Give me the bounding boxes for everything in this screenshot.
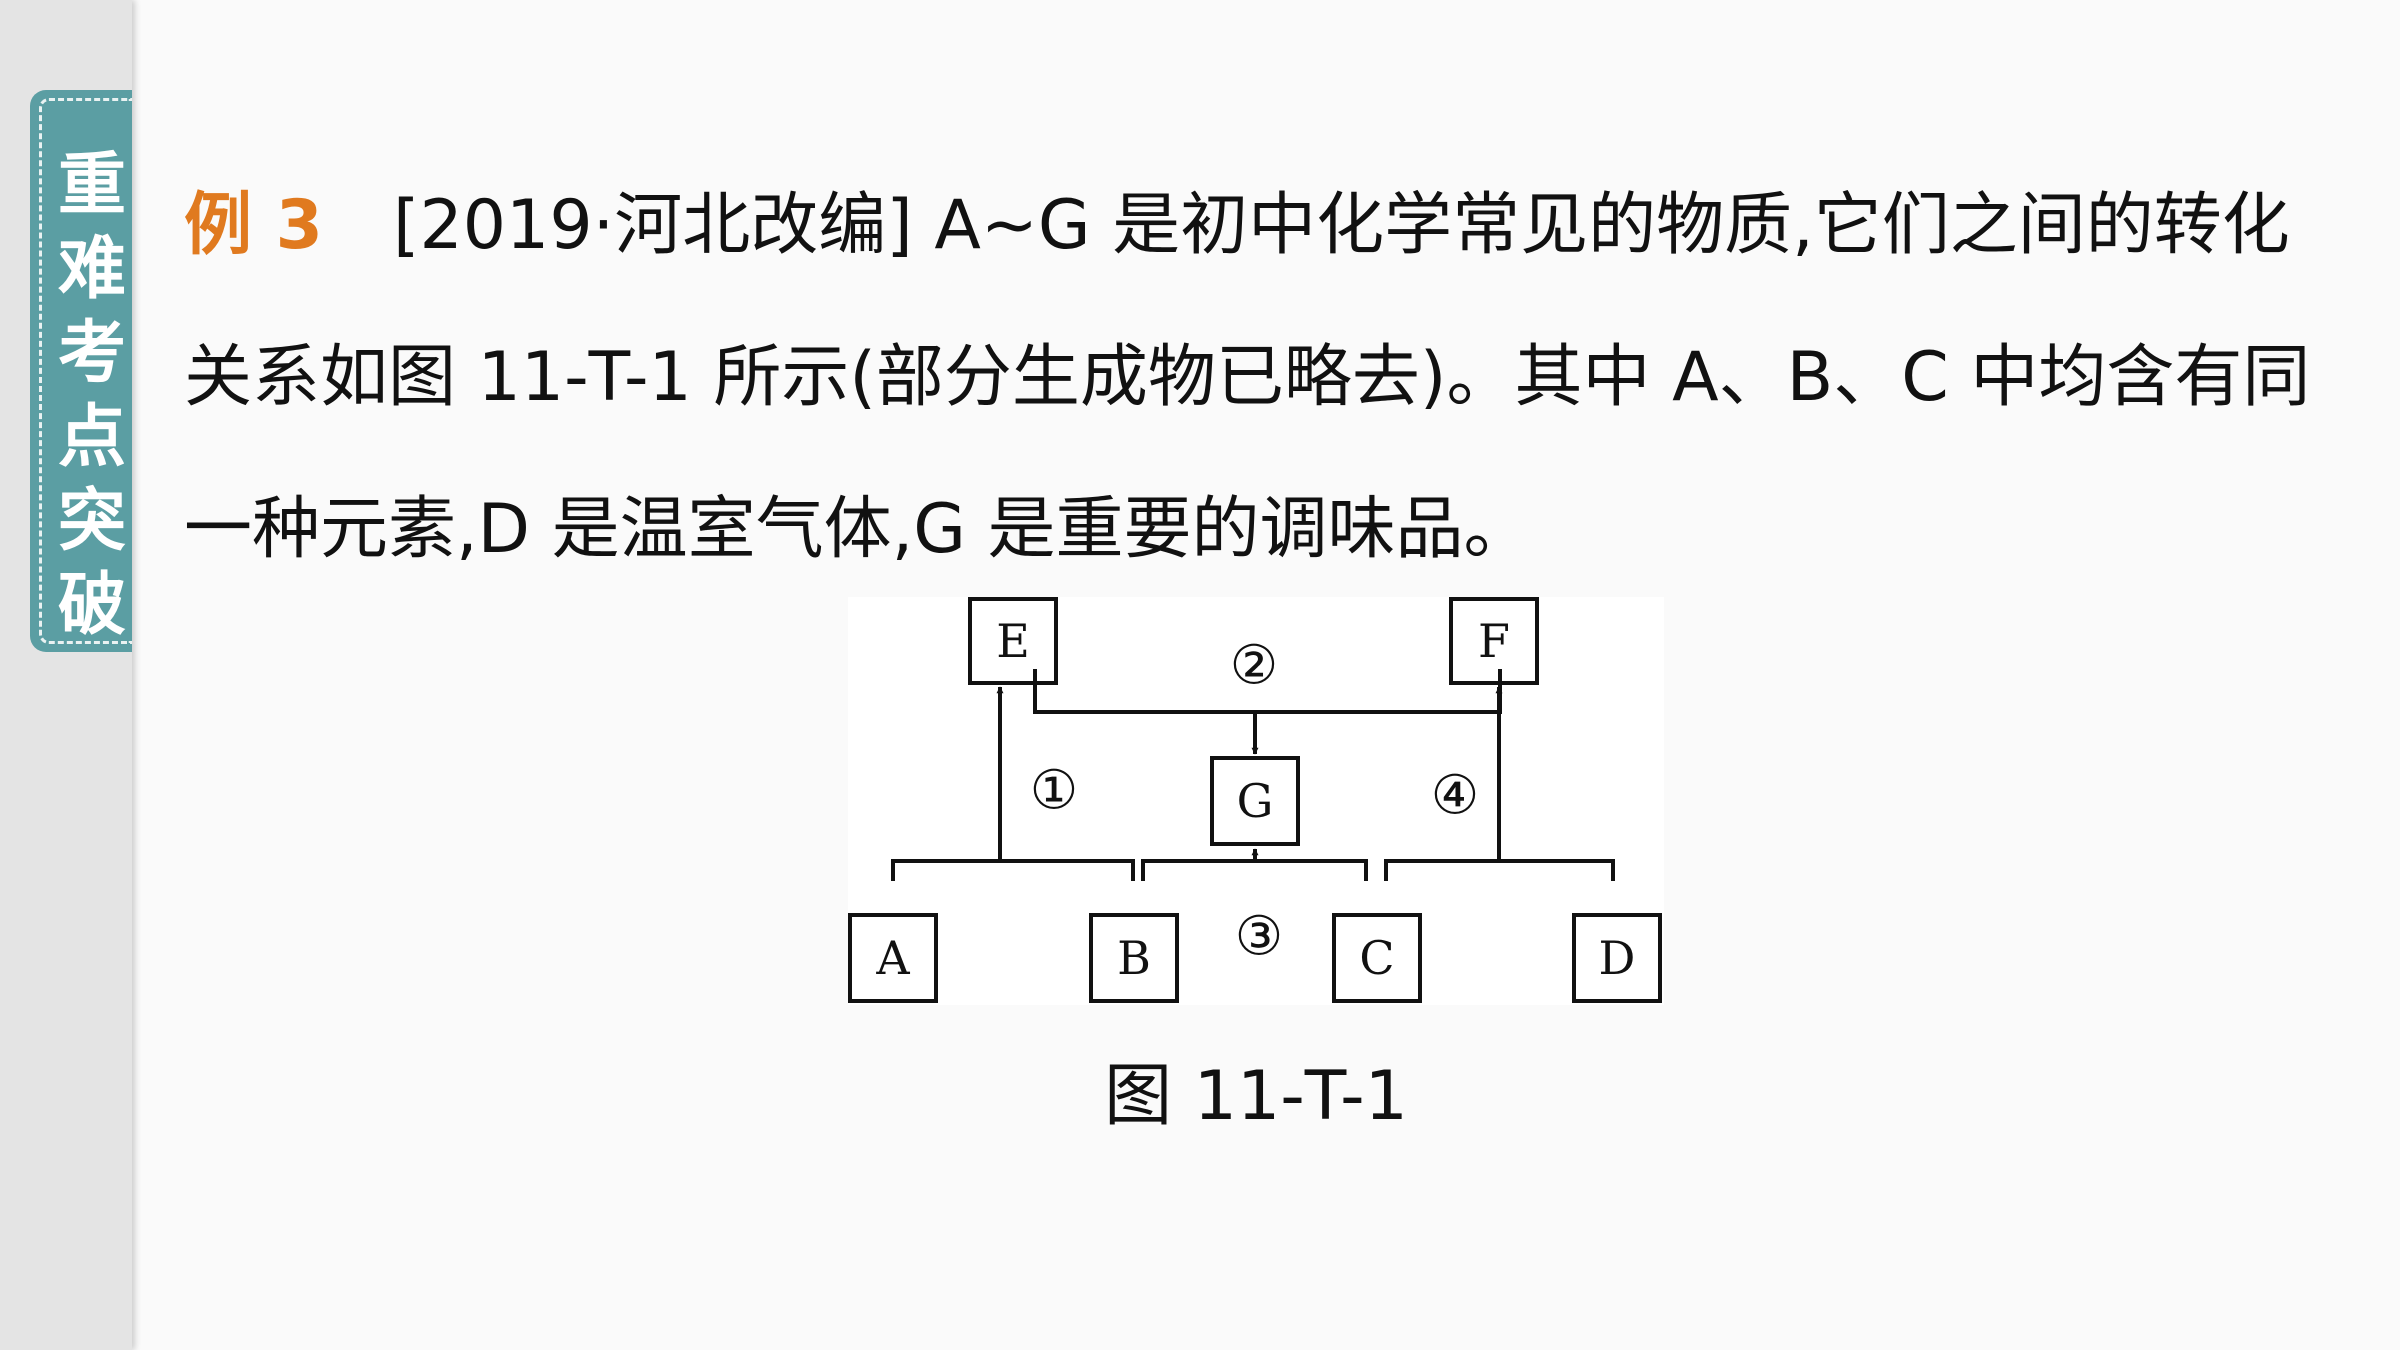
reaction-diagram-svg: E F G A B C D ① ② ③ ④ [848,597,1662,1003]
section-tab-label: 重难考点突破 [57,146,126,645]
node-c-box [1332,913,1422,1003]
node-f-box [1449,597,1539,685]
node-a-label: A [875,931,910,985]
reaction-1-label: ① [1030,759,1078,822]
sidebar: 重难考点突破 [0,0,132,1350]
node-b-box [1089,913,1179,1003]
node-g-box [1210,756,1300,846]
node-d-label: D [1599,931,1636,985]
reaction-diagram: E F G A B C D ① ② ③ ④ [848,597,1664,1005]
reaction-3-label: ③ [1235,905,1283,968]
node-d-box [1572,913,1662,1003]
section-tab-border [39,98,132,644]
node-f-label: F [1478,614,1510,668]
node-c-label: C [1359,931,1394,985]
problem-text: 例 3[2019·河北改编] A~G 是初中化学常见的物质,它们之间的转化关系如… [184,150,2354,606]
node-a-box [848,913,938,1003]
section-tab[interactable]: 重难考点突破 [30,90,132,652]
edge-b-c-join [1141,859,1368,881]
figure-caption: 图 11-T-1 [1104,1057,1408,1136]
problem-statement: [2019·河北改编] A~G 是初中化学常见的物质,它们之间的转化关系如图 1… [184,186,2311,569]
node-e-label: E [996,614,1030,668]
example-label: 例 3 [184,186,323,265]
edge-a-b-join [891,859,1135,881]
reaction-4-label: ④ [1431,764,1479,827]
edge-c-d-join [1384,859,1615,881]
node-b-label: B [1117,931,1151,985]
node-e-box [968,597,1058,685]
reaction-2-label: ② [1230,634,1278,697]
node-g-label: G [1237,774,1274,828]
